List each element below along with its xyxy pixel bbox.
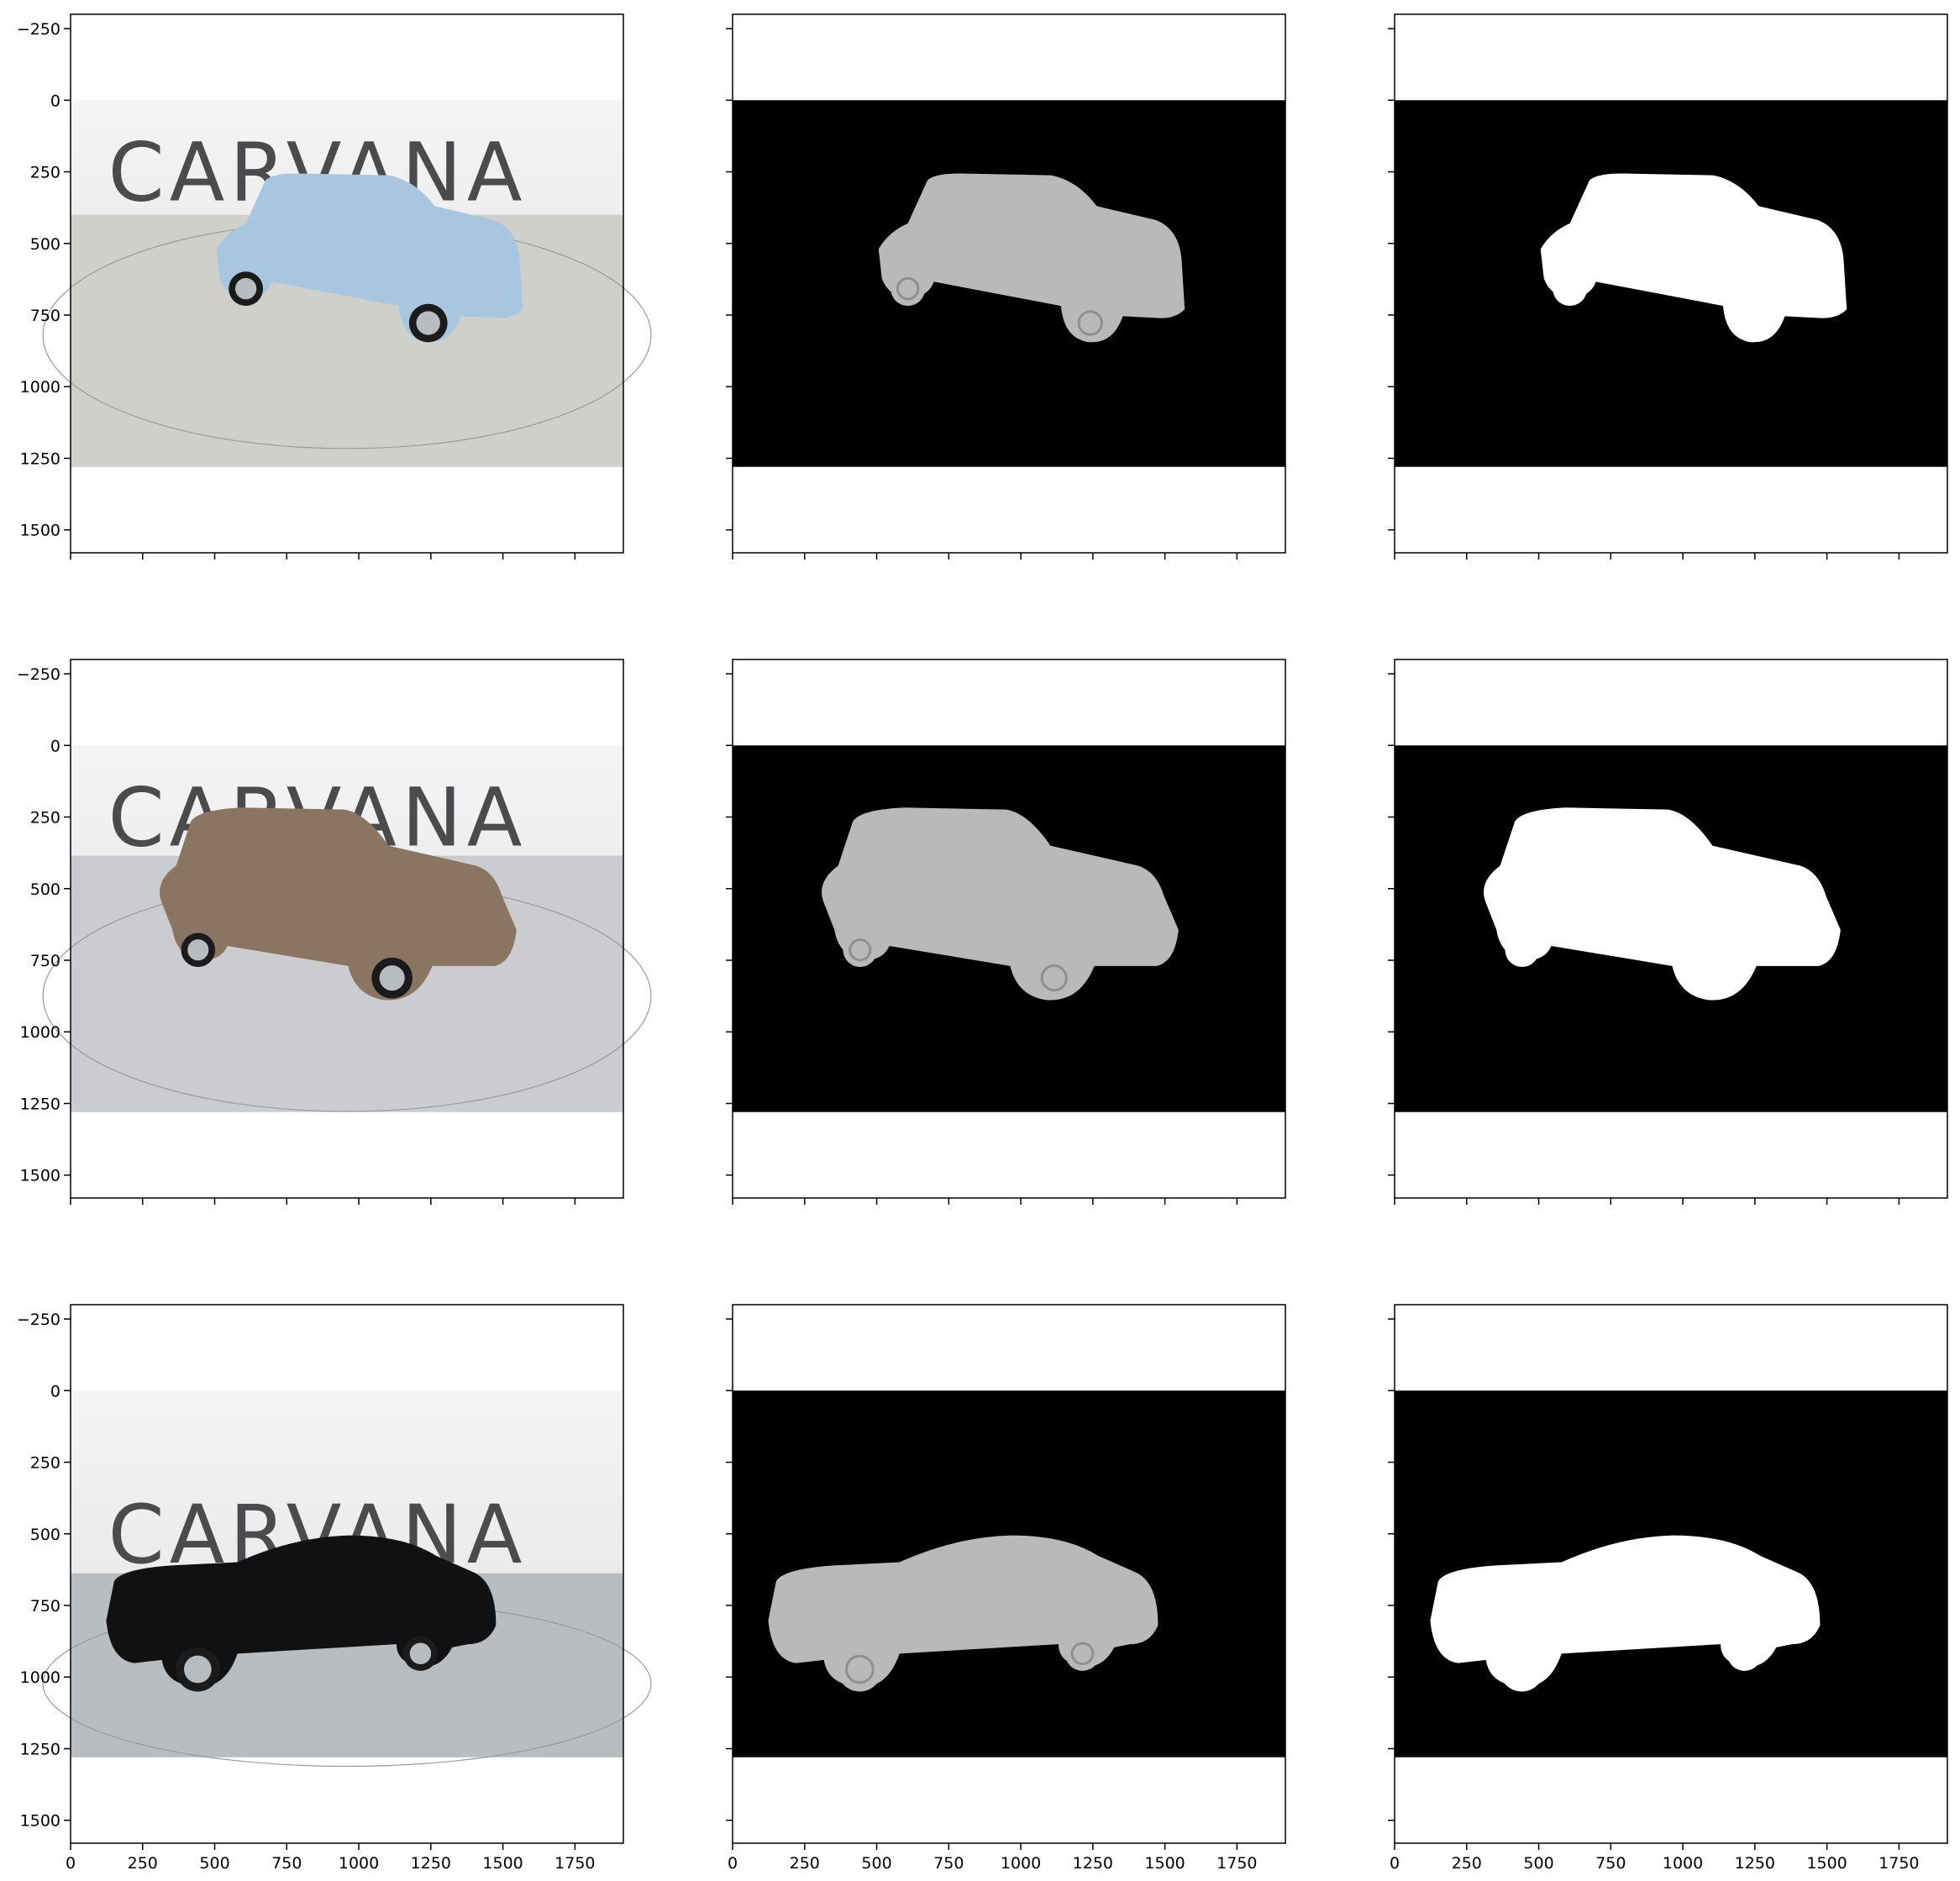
x-tick-label: 0 [66, 1854, 76, 1873]
y-tick-label: 1500 [20, 1812, 60, 1831]
panel-prediction-r3: 0 250 500 750 1000 1250 1500 1750 [726, 1304, 1286, 1873]
y-tick-label: 0 [50, 1382, 60, 1400]
y-tick-label: 0 [50, 92, 60, 110]
x-tick-label: 0 [728, 1854, 738, 1873]
axes-frame [70, 13, 624, 554]
x-tick-label: 500 [861, 1854, 891, 1873]
x-tick-label: 1000 [339, 1854, 379, 1873]
mask-wheel [1553, 271, 1588, 307]
predicted-wheel-rim [845, 1654, 875, 1684]
predicted-wheel-rim [849, 938, 872, 962]
y-tick-label: 1250 [20, 449, 60, 468]
y-tick-label: 500 [30, 235, 60, 254]
predicted-wheel [1064, 1636, 1101, 1671]
predicted-wheel [891, 271, 926, 307]
y-tick-label: 250 [30, 1454, 60, 1473]
y-tick-label: 250 [30, 164, 60, 182]
x-tick-label: 1750 [1216, 1854, 1257, 1873]
panel-prediction-r1 [726, 13, 1286, 560]
y-tick-label: −250 [17, 20, 60, 39]
y-tick-label: 750 [30, 307, 60, 325]
x-tick-label: 750 [933, 1854, 964, 1873]
axes-frame [732, 13, 1286, 554]
x-tick-label: 1000 [1663, 1854, 1703, 1873]
mask-wheel [1732, 303, 1772, 343]
y-tick-label: 1000 [20, 1668, 60, 1687]
axes-frame [70, 659, 624, 1199]
y-tick-label: 1250 [20, 1740, 60, 1758]
car-rim [183, 1655, 212, 1684]
car-rim [234, 277, 257, 300]
mask-wheel [1726, 1636, 1763, 1671]
car-rim [409, 1642, 432, 1665]
car-rim [187, 939, 209, 961]
y-tick-label: 1500 [20, 522, 60, 540]
car-body [216, 173, 523, 343]
x-tick-label: 1250 [411, 1854, 451, 1873]
mask-wheel [1499, 1647, 1544, 1692]
axes-frame [732, 659, 1286, 1199]
x-tick-label: 750 [271, 1854, 302, 1873]
x-tick-label: 1250 [1073, 1854, 1113, 1873]
x-tick-label: 250 [128, 1854, 158, 1873]
predicted-wheel-rim [896, 276, 920, 301]
axes-frame [1394, 1304, 1948, 1844]
y-tick-label: 1500 [20, 1167, 60, 1185]
car-body [160, 807, 517, 1001]
y-tick-label: −250 [17, 665, 60, 684]
y-tick-label: 1000 [20, 1023, 60, 1042]
y-tick-label: 750 [30, 952, 60, 970]
predicted-wheel-rim [1077, 310, 1103, 336]
panel-mask-r2 [1388, 659, 1948, 1205]
x-tick-label: 1750 [554, 1854, 595, 1873]
mask-car-silhouette [1484, 807, 1841, 1001]
predicted-wheel [837, 1647, 882, 1692]
y-tick-label: 1000 [20, 378, 60, 397]
predicted-wheel [843, 933, 878, 967]
panel-prediction-r2 [726, 659, 1286, 1205]
axes-frame [732, 1304, 1286, 1844]
panel-mask-r1 [1388, 13, 1948, 560]
x-tick-label: 1750 [1879, 1854, 1919, 1873]
predicted-car-silhouette [822, 807, 1179, 1001]
x-tick-label: 1500 [1144, 1854, 1185, 1873]
predicted-car-silhouette [878, 173, 1185, 343]
x-tick-label: 250 [790, 1854, 820, 1873]
y-tick-label: 250 [30, 809, 60, 828]
axes-frame [1394, 13, 1948, 554]
car-rim [416, 311, 440, 335]
axes-frame [1394, 659, 1948, 1199]
y-tick-label: 750 [30, 1597, 60, 1616]
predicted-wheel-rim [1070, 1642, 1095, 1666]
y-tick-label: 1250 [20, 1095, 60, 1113]
x-tick-label: 500 [1523, 1854, 1553, 1873]
y-tick-label: −250 [17, 1311, 60, 1329]
mask-car-silhouette [1540, 173, 1847, 343]
predicted-wheel [1070, 303, 1110, 343]
x-tick-label: 1250 [1735, 1854, 1775, 1873]
predicted-wheel [1033, 957, 1075, 999]
x-tick-label: 750 [1595, 1854, 1626, 1873]
predicted-wheel-rim [1040, 964, 1068, 992]
x-tick-label: 1500 [482, 1854, 523, 1873]
x-tick-label: 1000 [1001, 1854, 1041, 1873]
y-tick-label: 500 [30, 1526, 60, 1544]
panel-mask-r3: 0 250 500 750 1000 1250 1500 1750 [1388, 1304, 1948, 1873]
y-tick-label: 500 [30, 880, 60, 899]
mask-wheel [1505, 933, 1540, 967]
x-tick-label: 250 [1452, 1854, 1482, 1873]
y-tick-label: 0 [50, 737, 60, 755]
x-tick-label: 500 [199, 1854, 229, 1873]
mask-wheel [1695, 957, 1737, 999]
x-tick-label: 1500 [1806, 1854, 1847, 1873]
axes-frame [70, 1304, 624, 1844]
x-tick-label: 0 [1390, 1854, 1400, 1873]
car-rim [379, 965, 405, 991]
